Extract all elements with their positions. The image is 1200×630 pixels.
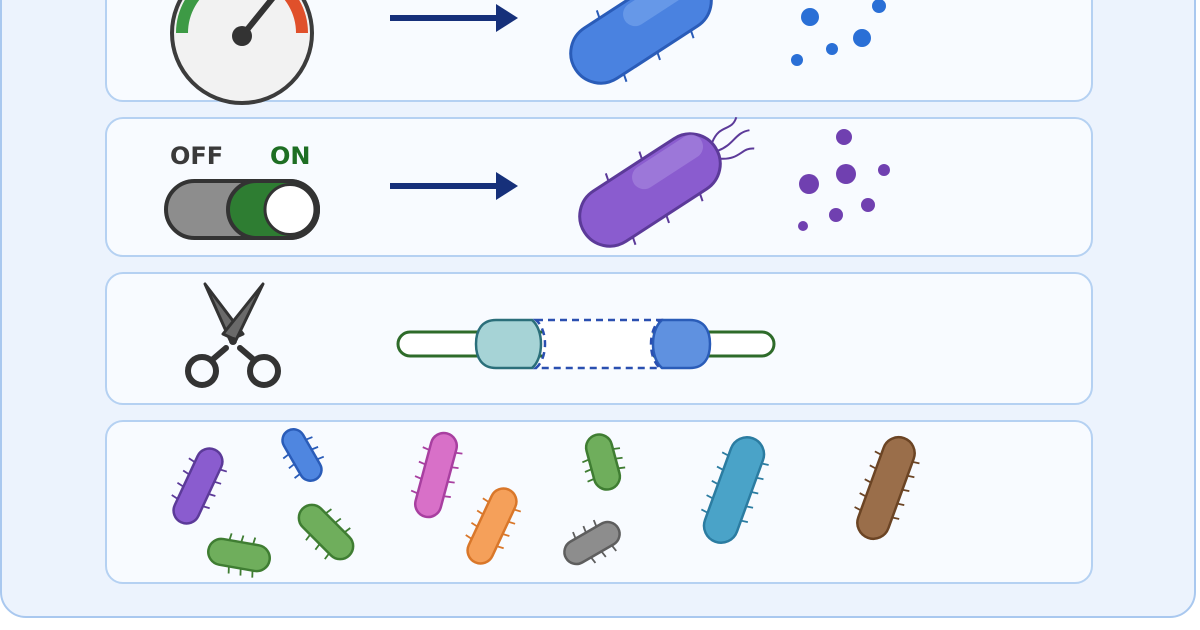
toggle-switch-icon[interactable]: [164, 179, 320, 240]
speedometer-icon: [170, 0, 314, 105]
dna-segment-icon: [396, 318, 776, 370]
bacterium-8: [563, 519, 621, 566]
bacterium-10: [854, 435, 920, 541]
bacterium-6: [465, 487, 522, 565]
on-label: ON: [270, 142, 311, 170]
bacterium-icon: [578, 116, 755, 248]
bacterium-1: [171, 447, 228, 525]
off-label: OFF: [170, 142, 223, 170]
bacterium-3: [207, 533, 271, 578]
particles-icon: [791, 0, 886, 66]
bacterium-5: [410, 431, 463, 519]
particles-icon: [798, 129, 890, 231]
bacterium-9: [700, 436, 769, 544]
bacterium-4: [297, 503, 355, 561]
bacterium-2: [281, 428, 325, 482]
arrow-right-icon: [390, 172, 518, 200]
bacterium-7: [582, 433, 626, 491]
bacterium-icon: [569, 0, 713, 85]
bacteria-collection-icon: [171, 428, 920, 578]
scissors-icon: [185, 282, 281, 388]
arrow-right-icon: [390, 4, 518, 32]
